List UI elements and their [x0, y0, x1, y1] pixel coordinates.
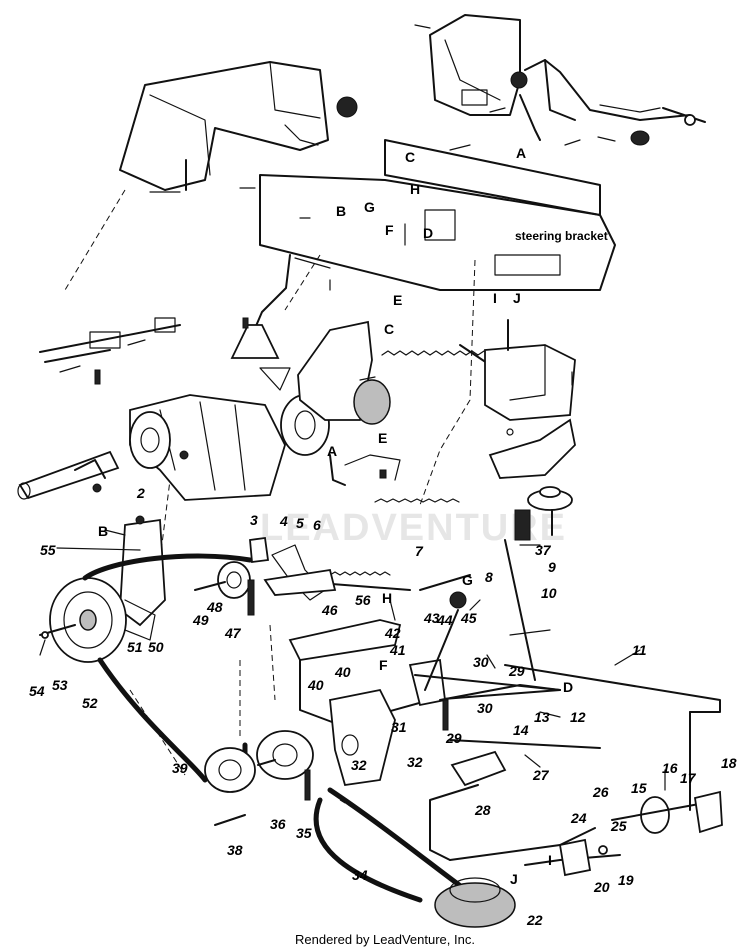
reference-letter: E [393, 292, 402, 308]
reference-letter: F [379, 657, 388, 673]
reference-letter: A [327, 443, 337, 459]
drive-pulley-assembly [39, 515, 166, 663]
part-number: 39 [172, 760, 188, 776]
part-number: 11 [632, 642, 647, 658]
part-number: 9 [548, 559, 556, 575]
center-bracket [297, 320, 401, 486]
reference-letter: H [382, 590, 392, 606]
reference-letter: J [513, 290, 521, 306]
part-number: 41 [389, 642, 406, 658]
part-number: 3 [250, 512, 258, 528]
part-number: 26 [592, 784, 609, 800]
part-number: 52 [82, 695, 98, 711]
part-number: 25 [610, 818, 627, 834]
part-number: 31 [391, 719, 407, 735]
part-number: 16 [662, 760, 678, 776]
part-number: 54 [29, 683, 45, 699]
reference-letter: E [378, 430, 387, 446]
reference-letter: C [405, 149, 415, 165]
reference-letter: I [493, 290, 497, 306]
reference-letter: F [385, 222, 394, 238]
part-number: 32 [407, 754, 423, 770]
reference-letter: D [563, 679, 573, 695]
part-number: 30 [477, 700, 493, 716]
idler-pulleys [194, 536, 326, 616]
reference-letter: J [510, 871, 518, 887]
frame-plate [239, 139, 616, 291]
part-number: 7 [415, 543, 424, 559]
part-number: 56 [355, 592, 371, 608]
clutch-linkage [263, 539, 561, 787]
part-number: 44 [436, 612, 453, 628]
annotation-steering-bracket: steering bracket [515, 229, 608, 243]
footer-credit: Rendered by LeadVenture, Inc. [295, 932, 475, 947]
steering-rod [449, 664, 721, 811]
part-number: 22 [526, 912, 543, 928]
part-number: 38 [227, 842, 243, 858]
engine-pulley [514, 486, 573, 541]
part-number: 43 [423, 610, 440, 626]
reference-letter: D [423, 225, 433, 241]
part-number: 51 [127, 639, 143, 655]
part-number: 32 [351, 757, 367, 773]
part-number: 24 [570, 810, 587, 826]
part-number: 14 [513, 722, 529, 738]
part-number: 40 [307, 677, 324, 693]
reference-letter: G [462, 572, 473, 588]
part-number: 2 [136, 485, 145, 501]
part-number: 35 [296, 825, 312, 841]
left-console-cover [119, 61, 358, 193]
part-number: 36 [270, 816, 286, 832]
part-number: 19 [618, 872, 634, 888]
part-number: 29 [508, 663, 525, 679]
part-number: 6 [313, 517, 321, 533]
part-number: 37 [535, 542, 552, 558]
steering-bracket-box [484, 319, 576, 479]
part-number: 30 [473, 654, 489, 670]
part-number: 50 [148, 639, 164, 655]
brake-pedal [429, 750, 621, 877]
part-number: 45 [460, 610, 477, 626]
reference-letter: H [410, 181, 420, 197]
shift-linkage [39, 317, 181, 385]
part-number: 17 [680, 770, 697, 786]
part-number: 4 [279, 513, 288, 529]
part-number: 55 [40, 542, 56, 558]
part-number: 34 [352, 867, 368, 883]
part-number: 10 [541, 585, 557, 601]
part-number: 20 [593, 879, 610, 895]
shift-lever [230, 254, 291, 391]
steering-housing [414, 14, 706, 151]
part-number: 27 [532, 767, 550, 783]
transaxle [17, 394, 330, 501]
part-number: 47 [224, 625, 242, 641]
part-number: 49 [192, 612, 209, 628]
steering-arm-right [611, 769, 723, 834]
part-number: 12 [570, 709, 586, 725]
part-number: 5 [296, 515, 304, 531]
reference-letter: I [548, 852, 552, 868]
part-number: 18 [721, 755, 737, 771]
reference-letter: B [98, 523, 108, 539]
callout-leaders [39, 529, 641, 768]
part-number: 28 [474, 802, 491, 818]
labels: steering bracket 2 3 4 5 6 7 8 9 10 11 1… [29, 145, 737, 947]
part-number: 40 [334, 664, 351, 680]
part-number: 8 [485, 569, 493, 585]
reference-letter: G [364, 199, 375, 215]
reference-letter: C [384, 321, 394, 337]
part-number: 42 [384, 625, 401, 641]
part-number: 29 [445, 730, 462, 746]
part-number: 13 [534, 709, 550, 725]
lower-pulleys [204, 730, 516, 928]
part-number: 48 [206, 599, 223, 615]
reference-letter: A [516, 145, 526, 161]
reference-letter: B [336, 203, 346, 219]
watermark: LEADVENTURE [260, 507, 567, 549]
part-number: 15 [631, 780, 647, 796]
part-number: 53 [52, 677, 68, 693]
part-number: 46 [321, 602, 338, 618]
